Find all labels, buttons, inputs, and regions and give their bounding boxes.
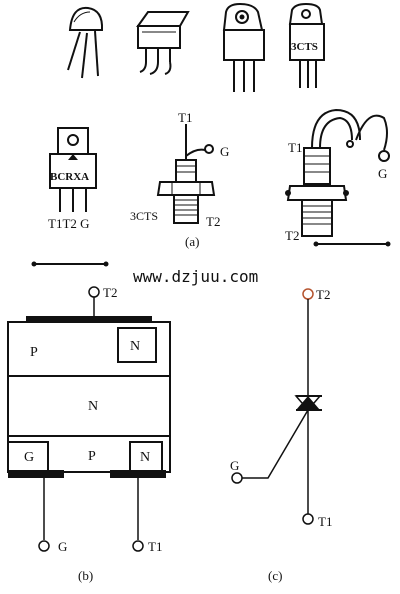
symbol-t2-label: T2 [316,287,330,302]
package-to92 [67,6,104,79]
symbol-g-circle [231,472,243,484]
triac-symbol [231,288,322,525]
gate-g-region [7,441,49,473]
scale-bar-left [31,261,109,267]
package-4-marking: 3CTS [291,41,318,53]
structure-g-label: G [58,539,67,554]
stud2-t1-label: T1 [288,140,302,155]
package-5-marking: BCRXA [50,171,89,183]
t1-terminal-circle [132,540,144,552]
symbol-t1-circle [302,513,314,525]
g-terminal-circle [38,540,50,552]
layer-middle-n: N [88,399,98,414]
caption-c: (c) [268,568,282,583]
symbol-t1-label: T1 [318,514,332,529]
layer-bottom-p: P [88,449,96,464]
stud2-g-label: G [378,166,387,181]
t2-terminal-circle [88,286,100,298]
scale-bar-right [313,241,391,247]
package-stud-mount [156,124,216,224]
package-to220 [222,2,265,92]
layer-gate-g: G [24,450,34,465]
stud1-t2-label: T2 [206,214,220,229]
top-electrode [26,316,152,323]
stud2-t2-label: T2 [285,228,299,243]
caption-b: (b) [78,568,93,583]
stud1-marking: 3CTS [130,209,158,223]
watermark-text: www.dzjuu.com [133,267,258,286]
stud1-t1-label: T1 [178,110,192,125]
package-to126 [136,11,190,75]
symbol-t2-circle [302,288,314,300]
package-to220-marked [288,2,325,88]
top-n-region [117,327,157,363]
layer-bottom-n: N [140,450,150,465]
structure-t2-label: T2 [103,285,117,300]
caption-a: (a) [185,234,199,249]
structure-t1-label: T1 [148,539,162,554]
package-stud-flex [285,108,390,237]
layer-top-p: P [30,345,38,360]
layer-top-n: N [130,339,140,354]
package-5-pin-labels: T1T2 G [48,216,90,231]
structure-diagram [7,286,171,552]
stud1-g-label: G [220,144,229,159]
t1-electrode [110,470,166,478]
bottom-n-region [129,441,163,473]
package-to220-bcr [49,127,97,212]
symbol-g-label: G [230,458,239,473]
gate-electrode [8,470,64,478]
